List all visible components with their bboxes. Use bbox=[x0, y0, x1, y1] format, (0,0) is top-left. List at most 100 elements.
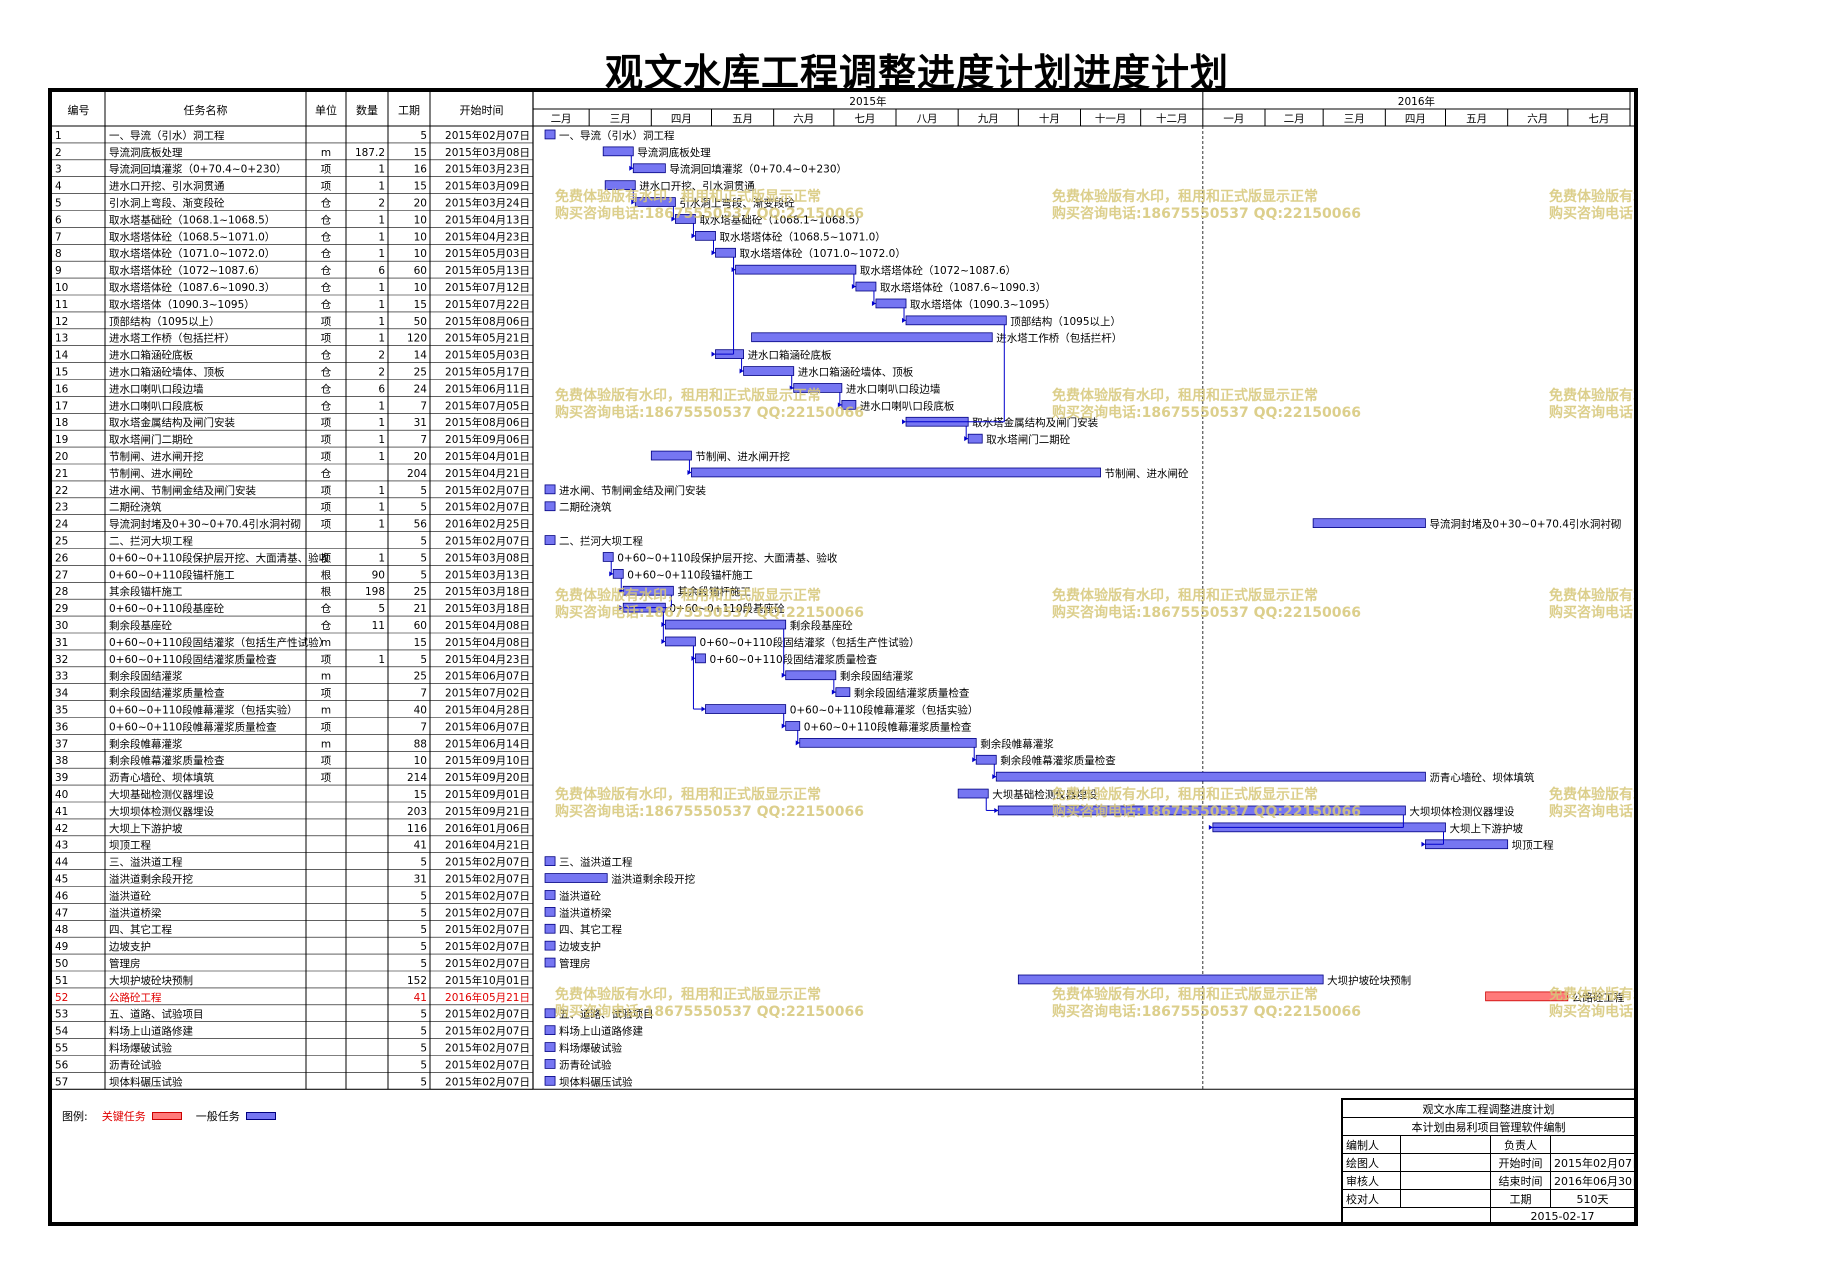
task-start: 2015年02月07日 bbox=[445, 906, 530, 919]
gantt-chart: 编号任务名称单位数量工期开始时间二月三月四月五月六月七月八月九月十月十一月十二月… bbox=[52, 92, 1634, 1090]
tb-duration: 510天 bbox=[1550, 1189, 1635, 1208]
task-name: 取水塔基础砼（1068.1~1068.5） bbox=[109, 213, 275, 226]
dependency-arrow bbox=[972, 757, 977, 763]
task-bar bbox=[743, 366, 795, 376]
task-start: 2015年04月23日 bbox=[445, 230, 530, 243]
task-id: 45 bbox=[55, 874, 68, 886]
legend-critical-swatch bbox=[151, 1112, 182, 1120]
task-qty: 1 bbox=[378, 400, 385, 412]
task-name: 沥青砼试验 bbox=[109, 1058, 162, 1071]
task-unit: 项 bbox=[321, 417, 332, 429]
task-name: 料场上山道路修建 bbox=[109, 1025, 193, 1038]
month-label: 九月 bbox=[978, 113, 999, 125]
task-duration: 20 bbox=[414, 198, 427, 210]
task-start: 2015年04月23日 bbox=[445, 653, 530, 666]
task-bar bbox=[650, 450, 692, 461]
task-start: 2016年05月21日 bbox=[445, 991, 530, 1004]
task-id: 33 bbox=[55, 671, 68, 683]
task-duration: 24 bbox=[414, 383, 428, 395]
task-bar-label: 0+60~0+110段保护层开挖、大面清基、验收 bbox=[617, 551, 838, 564]
task-duration: 31 bbox=[414, 417, 427, 429]
task-start: 2015年05月17日 bbox=[445, 366, 530, 379]
tb-label: 开始时间 bbox=[1490, 1153, 1551, 1172]
task-duration: 5 bbox=[420, 502, 427, 514]
month-label: 三月 bbox=[1344, 113, 1365, 125]
task-duration: 5 bbox=[420, 907, 427, 919]
task-start: 2015年09月20日 bbox=[445, 771, 530, 784]
task-duration: 5 bbox=[420, 1076, 427, 1088]
task-bar bbox=[602, 146, 634, 157]
task-duration: 60 bbox=[414, 265, 427, 277]
task-bar-label: 0+60~0+110段固结灌浆质量检查 bbox=[709, 653, 877, 666]
task-bar-label: 四、其它工程 bbox=[559, 923, 622, 936]
dependency-arrow bbox=[781, 672, 786, 678]
task-name: 管理房 bbox=[109, 957, 141, 970]
task-name: 三、溢洪道工程 bbox=[109, 856, 183, 869]
task-bar-label: 顶部结构（1095以上） bbox=[1010, 315, 1121, 328]
task-duration: 16 bbox=[414, 164, 428, 176]
task-bar-label: 大坝护坡砼块预制 bbox=[1327, 974, 1411, 987]
task-unit: 仓 bbox=[321, 349, 332, 362]
task-start: 2015年02月07日 bbox=[445, 1025, 530, 1038]
column-header: 单位 bbox=[315, 103, 337, 117]
task-bar-label: 进水口喇叭口段底板 bbox=[860, 399, 955, 412]
task-name: 坝顶工程 bbox=[109, 839, 151, 852]
task-unit: 项 bbox=[321, 502, 332, 514]
task-id: 51 bbox=[55, 975, 68, 987]
task-id: 31 bbox=[55, 637, 68, 649]
tb-value bbox=[1400, 1189, 1491, 1208]
task-bar bbox=[835, 687, 851, 698]
task-bar-label: 取水塔塔体砼（1068.5~1071.0） bbox=[719, 230, 885, 243]
task-id: 43 bbox=[55, 840, 68, 852]
task-unit: 仓 bbox=[321, 264, 332, 277]
month-label: 十一月 bbox=[1095, 112, 1127, 125]
column-header: 开始时间 bbox=[460, 103, 504, 117]
task-unit: 仓 bbox=[321, 399, 332, 412]
task-duration: 5 bbox=[420, 1059, 427, 1071]
task-duration: 14 bbox=[414, 350, 428, 362]
task-unit: 仓 bbox=[321, 602, 332, 615]
task-name: 导流洞回填灌浆（0+70.4~0+230） bbox=[109, 163, 287, 176]
task-qty: 1 bbox=[378, 417, 385, 429]
task-id: 38 bbox=[55, 755, 68, 767]
task-start: 2015年03月13日 bbox=[445, 568, 530, 581]
task-id: 13 bbox=[55, 333, 68, 345]
task-id: 44 bbox=[55, 857, 69, 869]
legend-normal-swatch bbox=[245, 1112, 276, 1120]
task-duration: 15 bbox=[414, 181, 427, 193]
task-name: 0+60~0+110段固结灌浆质量检查 bbox=[109, 653, 277, 666]
task-id: 4 bbox=[55, 181, 62, 193]
task-start: 2015年04月13日 bbox=[445, 213, 530, 226]
tb-label: 绘图人 bbox=[1342, 1153, 1401, 1172]
task-bar-label: 剩余段帷幕灌浆 bbox=[980, 737, 1054, 750]
task-duration: 5 bbox=[420, 890, 427, 902]
task-bar-label: 料场上山道路修建 bbox=[559, 1025, 643, 1038]
task-name: 二、拦河大坝工程 bbox=[109, 535, 193, 548]
task-start: 2015年03月08日 bbox=[445, 551, 530, 564]
task-unit: 仓 bbox=[321, 230, 332, 243]
task-name: 边坡支护 bbox=[109, 940, 151, 953]
task-start: 2015年02月07日 bbox=[445, 501, 530, 514]
task-start: 2016年02月25日 bbox=[445, 518, 530, 531]
task-start: 2015年04月28日 bbox=[445, 704, 530, 717]
task-bar-label: 其余段锚杆施工 bbox=[677, 585, 751, 598]
task-bar-label: 二期砼浇筑 bbox=[559, 501, 612, 514]
dependency-arrow bbox=[795, 740, 800, 746]
task-unit: 根 bbox=[321, 585, 332, 598]
task-bar-label: 进水闸、节制闸金结及闸门安装 bbox=[559, 484, 706, 497]
task-start: 2015年09月21日 bbox=[445, 805, 530, 818]
task-duration: 25 bbox=[414, 586, 427, 598]
task-duration: 40 bbox=[414, 705, 427, 717]
task-bar bbox=[799, 738, 977, 748]
task-duration: 15 bbox=[414, 789, 427, 801]
task-unit: 项 bbox=[321, 772, 332, 784]
task-bar bbox=[544, 1008, 556, 1019]
task-bar bbox=[544, 501, 556, 512]
task-start: 2015年02月07日 bbox=[445, 923, 530, 936]
task-start: 2015年04月08日 bbox=[445, 619, 530, 632]
task-id: 55 bbox=[55, 1043, 68, 1055]
task-id: 56 bbox=[55, 1059, 69, 1071]
task-id: 47 bbox=[55, 907, 68, 919]
task-id: 21 bbox=[55, 468, 68, 480]
task-duration: 25 bbox=[414, 367, 427, 379]
